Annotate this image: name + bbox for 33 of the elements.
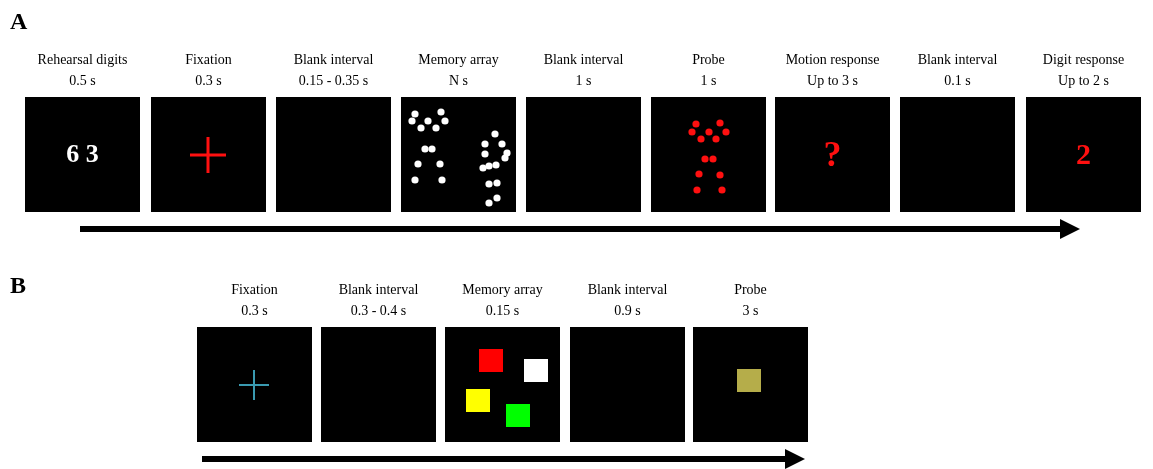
screen-text: 6 3 [65, 138, 100, 170]
screen-title: Motion response [784, 52, 881, 68]
screen-title: Blank interval [586, 282, 669, 298]
screen-title: Blank interval [337, 282, 420, 298]
duration-label: 0.9 s [613, 303, 642, 319]
duration-label: 1 s [574, 73, 593, 89]
panel-label: B [10, 272, 26, 299]
duration-label: 0.3 s [240, 303, 269, 319]
screen-title: Blank interval [916, 52, 999, 68]
screen-text: 2 [1075, 136, 1092, 172]
screen-title: Fixation [184, 52, 233, 68]
duration-label: N s [447, 73, 470, 89]
screen-title: Memory array [461, 282, 544, 298]
duration-label: 0.1 s [943, 73, 972, 89]
duration-label: 0.15 - 0.35 s [297, 73, 370, 89]
screen-title: Blank interval [292, 52, 375, 68]
screen-title: Rehearsal digits [36, 52, 129, 68]
duration-label: 0.15 s [484, 303, 521, 319]
screen-title: Probe [691, 52, 726, 68]
duration-label: 3 s [741, 303, 760, 319]
screen-title: Digit response [1041, 52, 1126, 68]
duration-label: Up to 3 s [806, 73, 859, 89]
screen-text: ? [822, 134, 843, 174]
duration-label: 1 s [699, 73, 718, 89]
duration-label: Up to 2 s [1057, 73, 1110, 89]
screen-title: Memory array [417, 52, 500, 68]
screen-title: Fixation [230, 282, 279, 298]
panel-label: A [10, 8, 28, 35]
screen-title: Probe [733, 282, 768, 298]
duration-label: 0.5 s [68, 73, 97, 89]
screen-title: Blank interval [542, 52, 625, 68]
duration-label: 0.3 - 0.4 s [349, 303, 408, 319]
duration-label: 0.3 s [194, 73, 223, 89]
